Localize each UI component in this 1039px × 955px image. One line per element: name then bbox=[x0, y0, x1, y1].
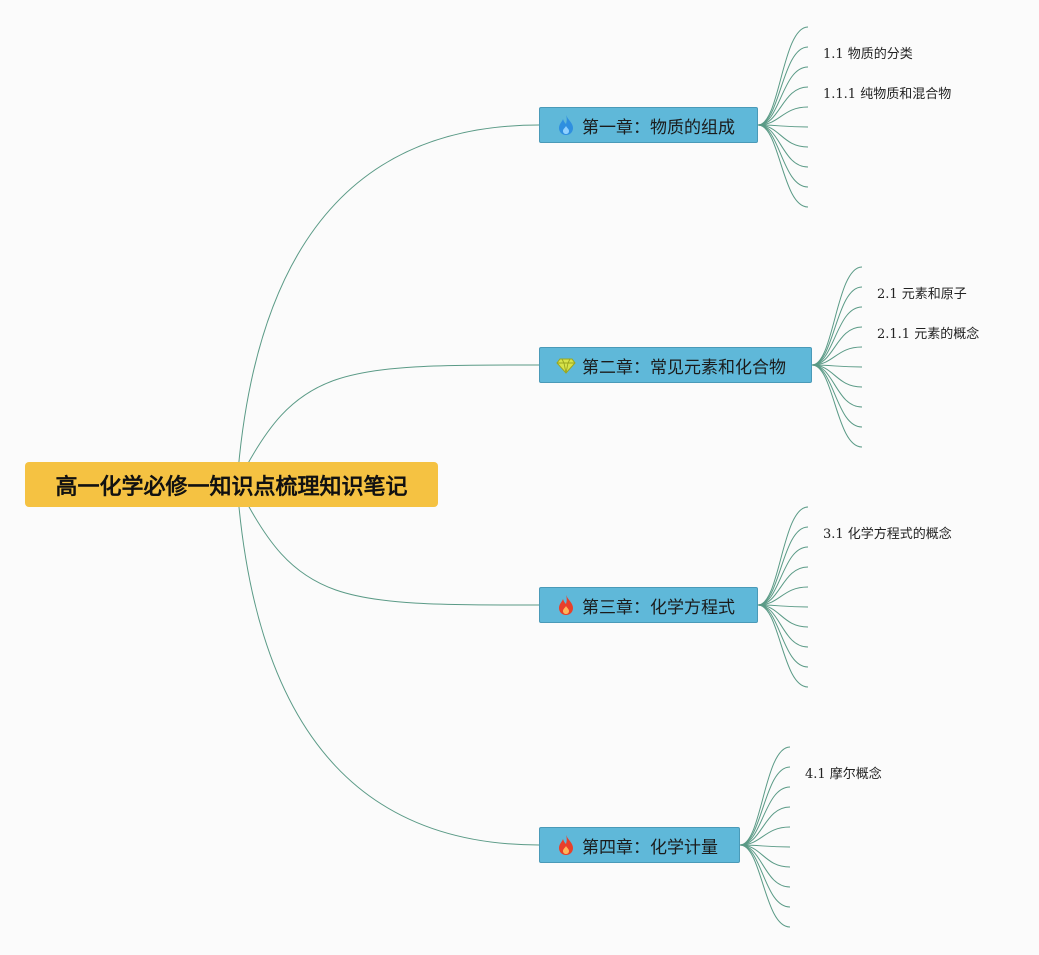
branch-connector bbox=[757, 86, 809, 126]
chapter-label: 第三章：化学方程式 bbox=[582, 597, 735, 618]
branch-connector bbox=[811, 346, 863, 366]
chapter-label: 第二章：常见元素和化合物 bbox=[582, 357, 786, 378]
branch-connector bbox=[811, 306, 863, 366]
water-drop-icon bbox=[556, 114, 576, 136]
branch-connector bbox=[811, 266, 863, 366]
branch-connector bbox=[757, 526, 809, 606]
branch-connector bbox=[739, 766, 791, 846]
branch-connector bbox=[811, 364, 863, 428]
chapter-node-3[interactable]: 第三章：化学方程式 bbox=[539, 587, 758, 623]
branch-connector bbox=[739, 746, 791, 846]
branch-connector bbox=[757, 604, 809, 648]
branch-connector bbox=[757, 26, 809, 126]
branch-connector bbox=[757, 604, 809, 668]
chapter-node-1[interactable]: 第一章：物质的组成 bbox=[539, 107, 758, 143]
branch-connector bbox=[757, 124, 809, 168]
branch-connector bbox=[739, 826, 791, 846]
root-connector bbox=[236, 483, 540, 606]
branch-connector bbox=[757, 124, 809, 188]
topic-item[interactable]: 3.1 化学方程式的概念 bbox=[823, 527, 952, 542]
chapter-node-4[interactable]: 第四章：化学计量 bbox=[539, 827, 740, 863]
branch-connector bbox=[757, 106, 809, 126]
flame-icon bbox=[556, 594, 576, 616]
branch-connector bbox=[811, 364, 863, 408]
topic-item[interactable]: 1.1 物质的分类 bbox=[823, 47, 913, 62]
branch-connector bbox=[739, 844, 791, 888]
chapter-label: 第四章：化学计量 bbox=[582, 837, 718, 858]
branch-connector bbox=[757, 546, 809, 606]
branch-connector bbox=[757, 66, 809, 126]
chapter-label: 第一章：物质的组成 bbox=[582, 117, 735, 138]
branch-connector bbox=[757, 604, 809, 688]
diamond-icon bbox=[556, 354, 576, 376]
branch-connector bbox=[811, 326, 863, 366]
branch-connector bbox=[757, 124, 809, 208]
branch-connector bbox=[739, 844, 791, 928]
topic-item[interactable]: 2.1 元素和原子 bbox=[877, 287, 967, 302]
flame-icon bbox=[556, 834, 576, 856]
branch-connector bbox=[757, 506, 809, 606]
branch-connector bbox=[811, 364, 863, 448]
branch-connector bbox=[757, 566, 809, 606]
branch-connector bbox=[739, 786, 791, 846]
root-topic[interactable]: 高一化学必修一知识点梳理知识笔记 bbox=[25, 462, 438, 507]
branch-connector bbox=[757, 586, 809, 606]
branch-connector bbox=[811, 286, 863, 366]
root-connector bbox=[236, 483, 540, 846]
branch-connector bbox=[739, 844, 791, 908]
root-title: 高一化学必修一知识点梳理知识笔记 bbox=[55, 474, 408, 500]
topic-item[interactable]: 2.1.1 元素的概念 bbox=[877, 327, 980, 342]
root-connector bbox=[236, 124, 540, 485]
topic-item[interactable]: 1.1.1 纯物质和混合物 bbox=[823, 87, 952, 102]
branch-connector bbox=[757, 46, 809, 126]
topic-item[interactable]: 4.1 摩尔概念 bbox=[805, 767, 882, 782]
root-connector bbox=[236, 364, 540, 485]
branch-connector bbox=[739, 806, 791, 846]
chapter-node-2[interactable]: 第二章：常见元素和化合物 bbox=[539, 347, 812, 383]
